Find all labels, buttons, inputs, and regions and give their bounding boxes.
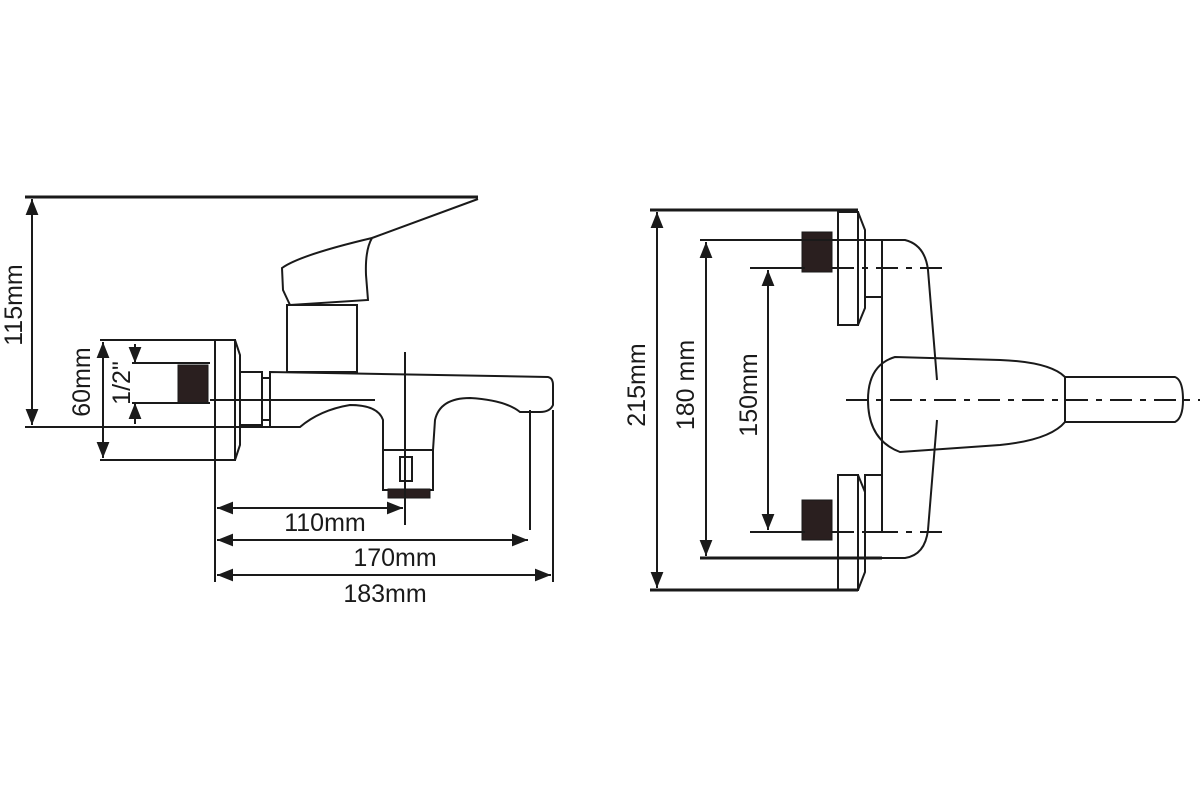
- dimension-label-110mm: 110mm: [284, 509, 366, 537]
- dimension-115mm: 115mm: [0, 199, 295, 428]
- dimension-label-180mm: 180 mm: [672, 340, 700, 430]
- dimension-150mm: 150mm: [735, 267, 805, 533]
- dimension-horizontal: 110mm 170mm 183mm: [214, 340, 554, 608]
- dimension-60mm: 60mm: [68, 339, 233, 461]
- top-view: 215mm 180 mm 150mm: [623, 208, 1200, 592]
- side-view: 115mm 60mm 1/2" 110mm 170mm 183: [0, 195, 554, 608]
- dimension-label-170mm: 170mm: [353, 544, 436, 572]
- dimension-label-215mm: 215mm: [623, 343, 651, 426]
- dimension-thread: 1/2": [108, 344, 210, 424]
- dimension-label-60mm: 60mm: [68, 347, 96, 416]
- faucet-top-outline: [801, 211, 1200, 591]
- dimension-180mm: 180 mm: [672, 239, 882, 560]
- faucet-side-outline: [25, 195, 554, 525]
- dimension-label-150mm: 150mm: [735, 353, 763, 436]
- dimension-label-thread: 1/2": [108, 361, 136, 405]
- dimension-label-183mm: 183mm: [343, 580, 426, 608]
- dimension-label-115mm: 115mm: [0, 264, 28, 346]
- dimension-215mm: 215mm: [623, 208, 858, 592]
